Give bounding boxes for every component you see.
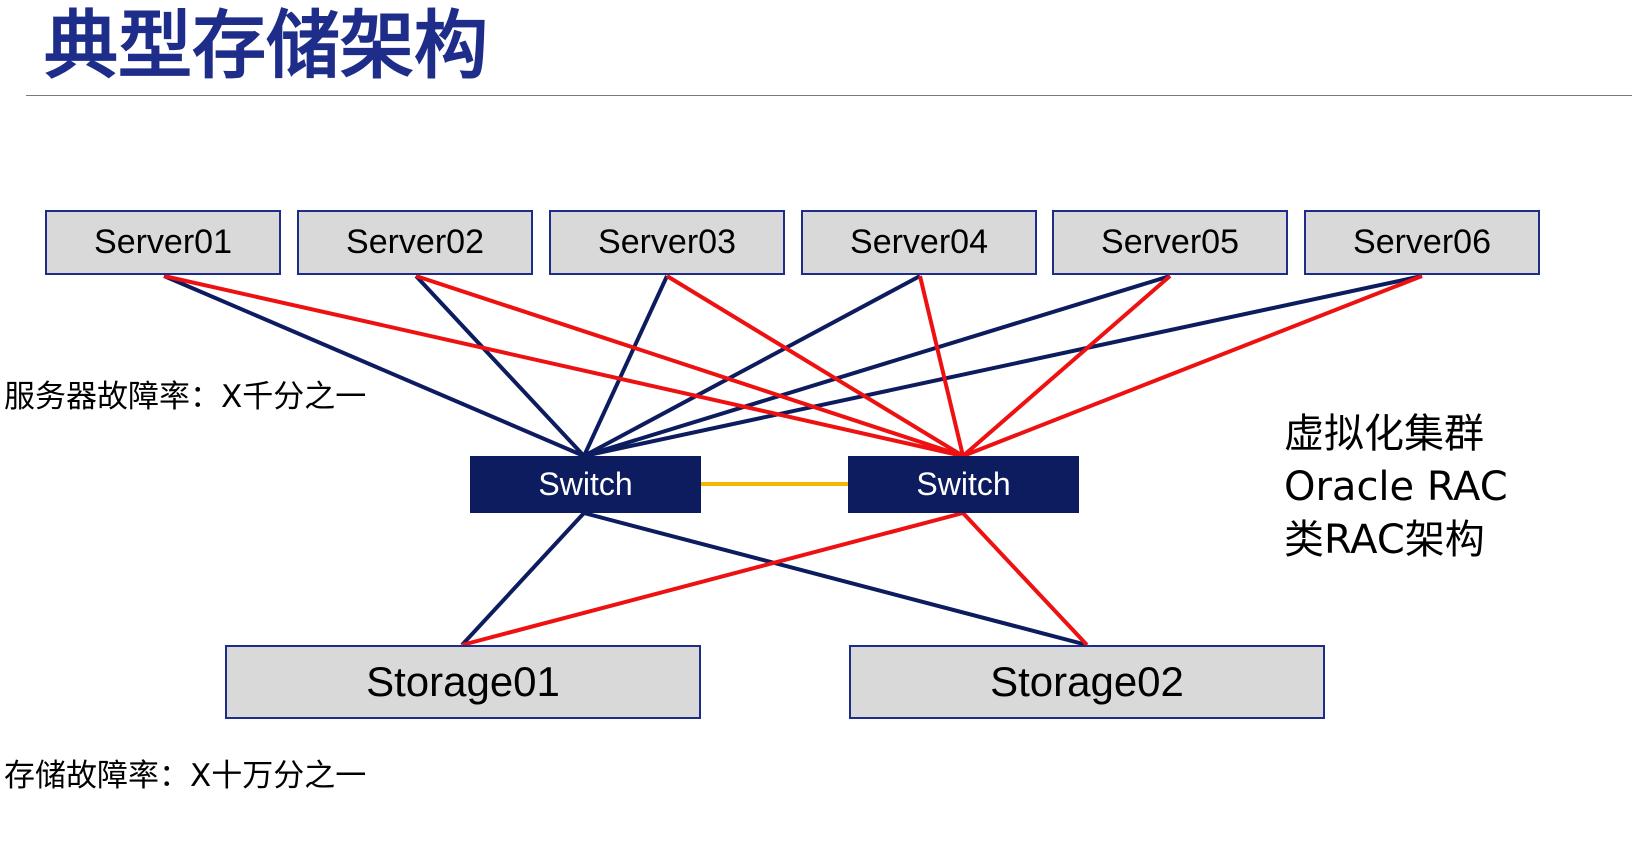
- link-server06-switch1: [583, 274, 1423, 458]
- storage-failure-rate-note: 存储故障率：X十万分之一: [4, 758, 367, 794]
- server-01-label: Server01: [94, 223, 232, 261]
- switch-2-box: Switch: [848, 456, 1079, 513]
- title-divider: [26, 95, 1632, 96]
- link-server06-switch2: [962, 274, 1423, 458]
- link-switch2-storage01: [461, 511, 964, 647]
- link-server03-switch1: [582, 275, 669, 457]
- server-04-box: Server04: [801, 210, 1037, 275]
- page-title: 典型存储架构: [44, 3, 488, 89]
- server-06-label: Server06: [1353, 223, 1491, 261]
- server-03-box: Server03: [549, 210, 785, 275]
- link-switch2-storage02: [961, 511, 1089, 647]
- link-server01-switch1: [163, 274, 585, 458]
- storage-02-box: Storage02: [849, 645, 1325, 719]
- server-02-box: Server02: [297, 210, 533, 275]
- switch-1-label: Switch: [538, 466, 633, 502]
- link-server03-switch2: [665, 274, 965, 458]
- server-failure-rate-note: 服务器故障率：X千分之一: [4, 379, 367, 415]
- link-server04-switch1: [583, 274, 921, 458]
- side-label-oracle-rac: Oracle RAC: [1284, 464, 1508, 510]
- server-02-label: Server02: [346, 223, 484, 261]
- server-01-box: Server01: [45, 210, 281, 275]
- side-label-rac-like: 类RAC架构: [1284, 517, 1485, 563]
- server-06-box: Server06: [1304, 210, 1540, 275]
- server-05-label: Server05: [1101, 223, 1239, 261]
- server-05-box: Server05: [1052, 210, 1288, 275]
- link-server05-switch1: [583, 274, 1171, 458]
- link-switch1-storage02: [583, 511, 1088, 647]
- link-server04-switch2: [918, 275, 965, 457]
- link-server02-switch1: [414, 274, 586, 458]
- storage-01-box: Storage01: [225, 645, 701, 719]
- server-03-label: Server03: [598, 223, 736, 261]
- link-server05-switch2: [961, 274, 1172, 458]
- server-04-label: Server04: [850, 223, 988, 261]
- link-server02-switch2: [415, 274, 964, 458]
- switch-2-label: Switch: [916, 466, 1011, 502]
- switch-1-box: Switch: [470, 456, 701, 513]
- storage-01-label: Storage01: [366, 658, 560, 705]
- cluster-type-labels: 虚拟化集群 Oracle RAC 类RAC架构: [1284, 408, 1508, 567]
- link-server01-switch2: [163, 274, 964, 458]
- storage-02-label: Storage02: [990, 658, 1184, 705]
- side-label-virtual-cluster: 虚拟化集群: [1284, 411, 1484, 457]
- link-switch1-storage01: [460, 511, 586, 647]
